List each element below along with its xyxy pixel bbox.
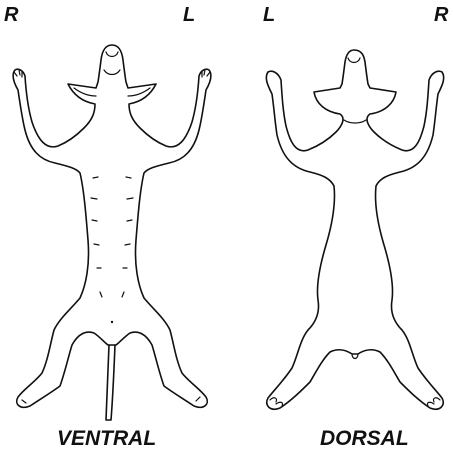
ventral-ear-left-inner [74, 88, 96, 96]
ventral-left-side-label: L [183, 5, 195, 25]
ventral-hind-paws [22, 397, 200, 403]
ventral-snout [106, 52, 118, 57]
ventral-ear-right-inner [128, 88, 150, 96]
dorsal-head-line [348, 58, 360, 63]
dorsal-figure [266, 50, 443, 409]
ventral-markings [91, 177, 133, 323]
dorsal-left-hindpaw-detail [270, 398, 283, 406]
ventral-body-outline [13, 45, 211, 407]
ventral-right-side-label: R [4, 5, 18, 25]
dorsal-right-side-label: R [434, 5, 448, 25]
dorsal-neck-line [344, 120, 366, 123]
ventral-tail [106, 345, 115, 420]
ventral-figure [13, 45, 211, 420]
dorsal-caption: DORSAL [320, 428, 409, 449]
dorsal-right-hindpaw-detail [427, 398, 440, 406]
dorsal-body-outline [266, 50, 443, 409]
ventral-caption: VENTRAL [57, 428, 156, 449]
dorsal-left-side-label: L [263, 5, 275, 25]
ventral-mouth [104, 70, 120, 75]
